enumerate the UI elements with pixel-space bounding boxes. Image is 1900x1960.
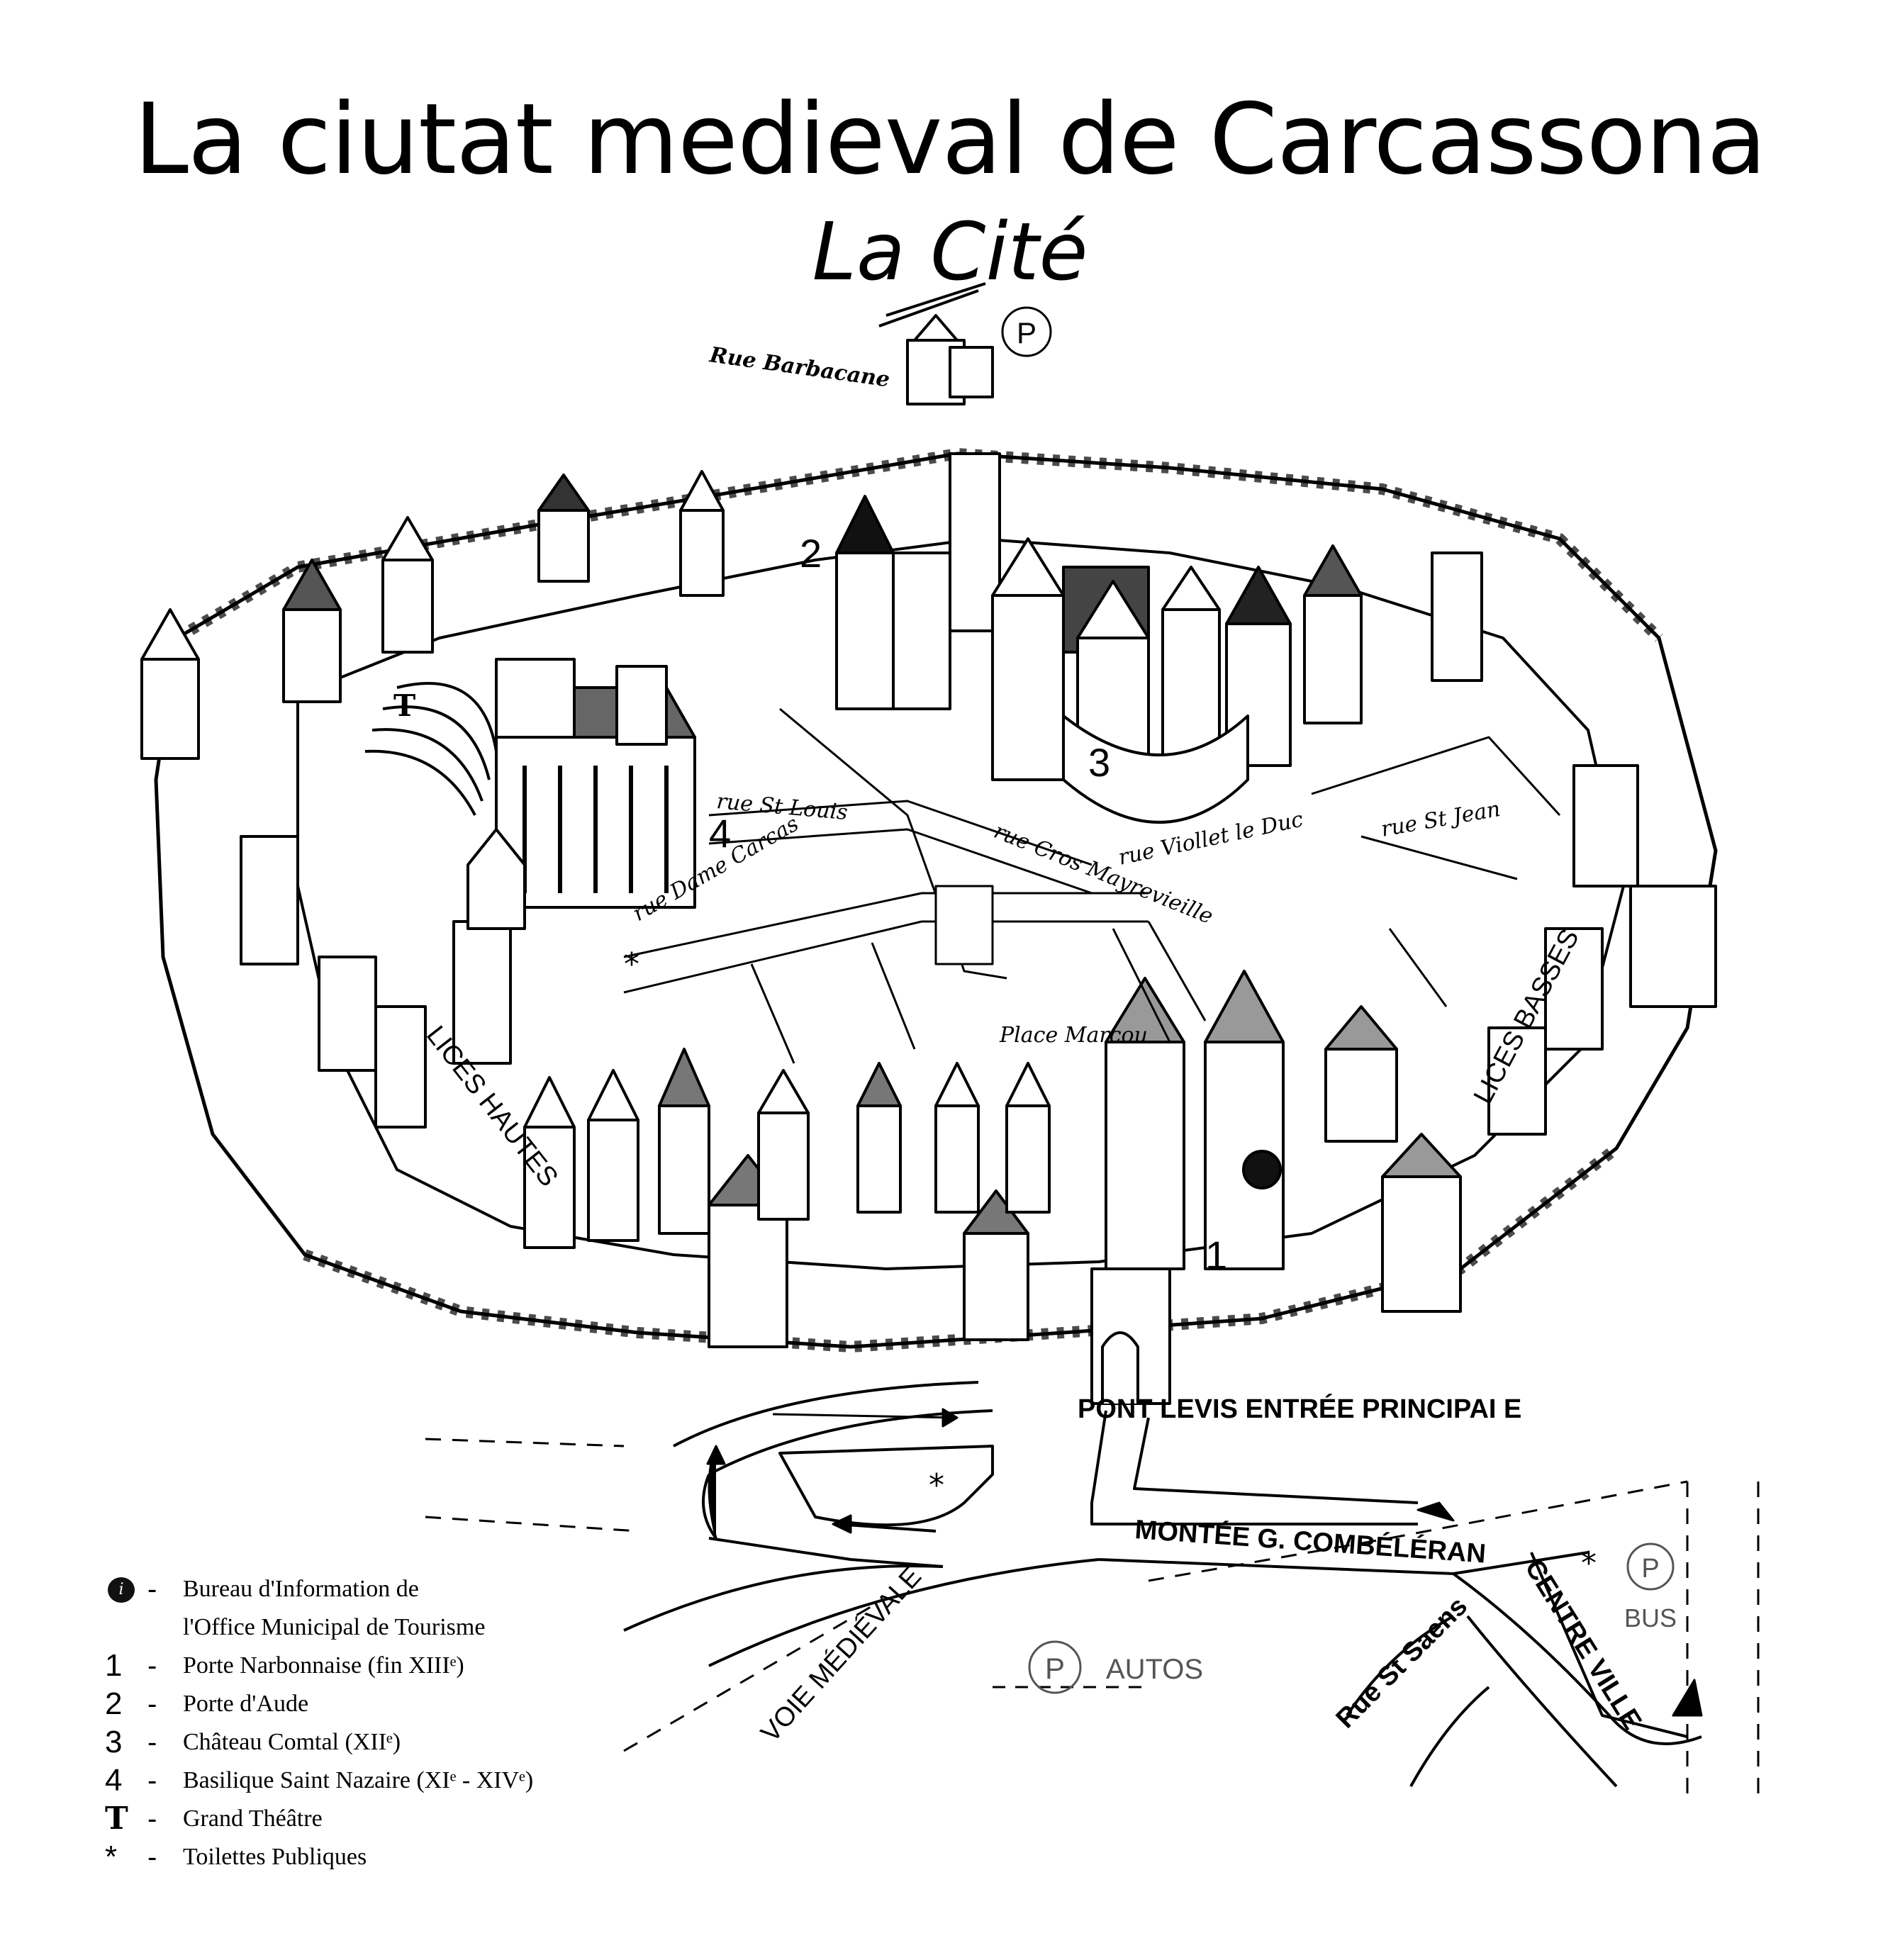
legend-item-2: 2 - Porte d'Aude [105,1686,309,1721]
label-rue-barbacane: Rue Barbacane [708,342,891,392]
basilique-saint-nazaire [466,658,696,930]
label-rue-st-saens: Rue St Saens [1331,1591,1473,1734]
legend-item-4: 4 - Basilique Saint Nazaire (XIᵉ - XIVᵉ) [105,1763,534,1798]
chateau-comtal [835,452,1363,824]
map-number-2: 2 [800,531,822,576]
parking-autos: P AUTOS [1028,1640,1203,1694]
internal-streets [623,707,1561,1064]
map-number-1: 1 [1205,1233,1227,1277]
label-pont-levis: PONT LEVIS ENTRÉE PRINCIPAI E [1078,1393,1521,1424]
parking-barbacane: P [1001,306,1052,357]
map-title: La ciutat medieval de Carcassona [134,82,1767,196]
legend-item-1: 1 - Porte Narbonnaise (fin XIIIᵉ) [105,1648,464,1683]
label-montee: MONTÉE G. COMBÉLÉRAN [1134,1513,1487,1569]
toilet-marker-1: * [624,946,639,982]
map-number-3: 3 [1088,740,1110,785]
toilet-marker-2: * [929,1467,944,1503]
legend-item-toilets: * - Toilettes Publiques [105,1839,367,1874]
info-icon: i [108,1577,135,1603]
outer-towers [140,452,1717,1348]
svg-text:BUS: BUS [1624,1603,1677,1633]
legend-item-3: 3 - Château Comtal (XIIᵉ) [105,1725,401,1759]
legend-item-info-2: l'Office Municipal de Tourisme [183,1614,486,1640]
outside-roads [425,1381,1760,1793]
label-place-marcou: Place Marcou [999,1023,1148,1048]
toilet-marker-3: * [1581,1545,1597,1581]
svg-text:AUTOS: AUTOS [1106,1654,1203,1685]
map-theatre-marker: T [393,688,415,723]
legend-item-info-1: i - Bureau d'Information de [105,1570,743,1608]
porte-narbonnaise [1090,970,1285,1405]
grand-theatre [364,682,498,816]
legend-item-theatre: T - Grand Théâtre [105,1801,323,1837]
map-subtitle: La Cité [812,206,1088,298]
svg-text:P: P [1017,316,1036,349]
svg-text:P: P [1045,1652,1065,1685]
svg-text:P: P [1641,1554,1659,1584]
barbacane [878,282,994,405]
map-number-4: 4 [709,811,731,856]
label-rue-st-jean: rue St Jean [1379,797,1502,842]
map-legend: i - Bureau d'Information de l'Office Mun… [105,1570,743,1876]
outer-wall [154,452,1718,1349]
direction-arrows [706,1408,1703,1717]
parking-bus: P BUS [1624,1542,1677,1633]
label-voie-medievale: VOIE MÉDIÉVALE [755,1561,927,1748]
